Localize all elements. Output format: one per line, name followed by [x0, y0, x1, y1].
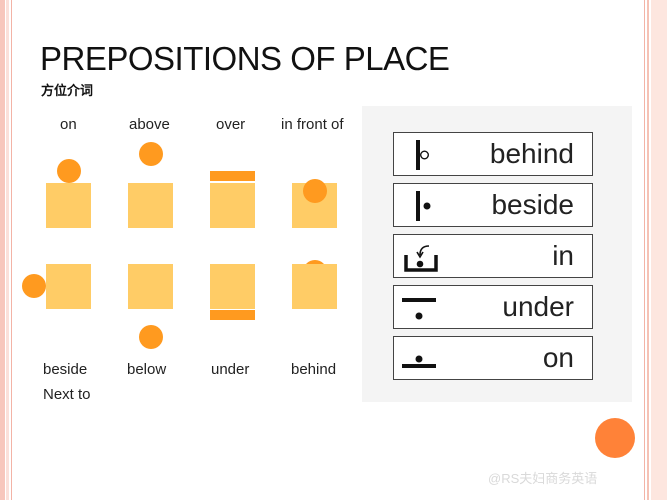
beside-square: [46, 264, 91, 309]
above-dot: [139, 142, 163, 166]
beside-icon: [416, 191, 431, 221]
word-in: in: [552, 240, 574, 271]
right-stripe-inner: [647, 0, 649, 500]
label-below: below: [127, 361, 167, 378]
on-square: [46, 183, 91, 228]
left-stripe: [0, 0, 5, 500]
above-square: [128, 183, 173, 228]
label-next-to: Next to: [43, 386, 91, 403]
word-row-behind: behind: [393, 132, 593, 176]
in-icon: [404, 245, 438, 272]
word-on: on: [542, 342, 574, 373]
slide-subtitle: 方位介词: [41, 83, 94, 98]
over-square: [210, 183, 255, 228]
under-bar: [210, 310, 255, 320]
word-row-under: under: [393, 285, 593, 329]
beside-dot: [22, 274, 46, 298]
label-in-front-of: in front of: [281, 116, 344, 133]
over-bar: [210, 171, 255, 181]
word-row-beside: beside: [393, 183, 593, 227]
on-dot: [57, 159, 81, 183]
behind-square: [292, 264, 337, 309]
label-beside: beside: [43, 361, 88, 378]
below-square: [128, 264, 173, 309]
label-on: on: [60, 116, 77, 133]
left-stripe-line: [11, 0, 12, 500]
watermark: @RS夫妇商务英语: [488, 471, 598, 486]
under-square: [210, 264, 255, 309]
left-stripe-inner: [6, 0, 9, 500]
on-icon: [402, 355, 436, 368]
word-behind: behind: [489, 138, 574, 169]
word-under: under: [502, 291, 574, 322]
right-stripe-line: [644, 0, 645, 500]
label-above: above: [129, 116, 170, 133]
right-stripe: [651, 0, 667, 500]
in-front-of-dot: [303, 179, 327, 203]
label-behind: behind: [291, 361, 337, 378]
decorative-orange-circle: [595, 418, 635, 458]
behind-icon: [416, 140, 430, 170]
below-dot: [139, 325, 163, 349]
label-over: over: [216, 116, 246, 133]
word-row-in: in: [393, 234, 593, 278]
label-under: under: [211, 361, 250, 378]
under-icon: [402, 298, 436, 320]
word-beside: beside: [491, 189, 574, 220]
word-row-on: on: [393, 336, 593, 380]
slide-title: PREPOSITIONS OF PLACE: [40, 40, 450, 77]
